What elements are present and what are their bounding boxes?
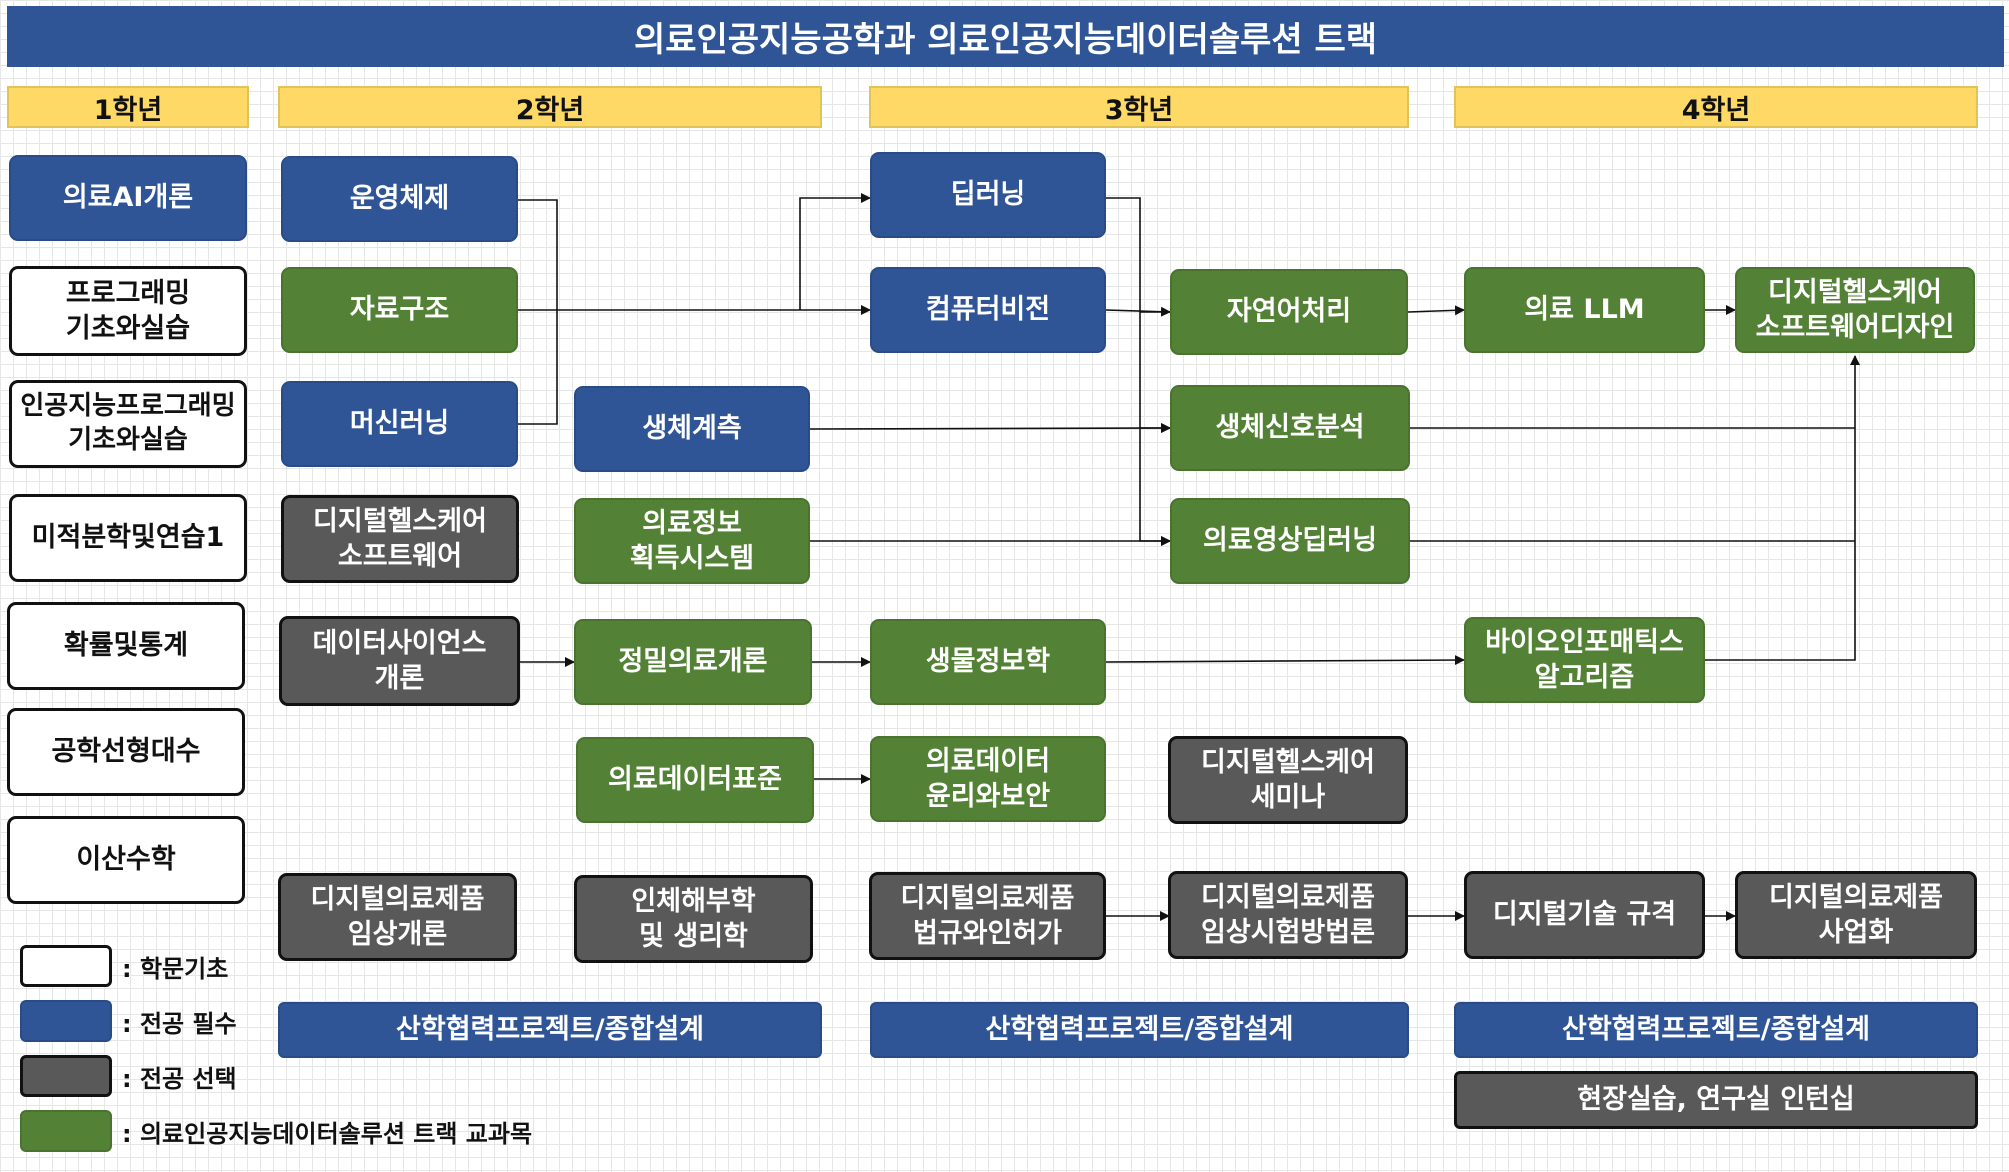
course-discrete-math: 이산수학 — [7, 816, 245, 904]
course-digital-tech-standard: 디지털기술 규격 — [1464, 871, 1705, 959]
course-digital-health-sw-design: 디지털헬스케어 소프트웨어디자인 — [1735, 267, 1975, 353]
course-biosignal-analysis: 생체신호분석 — [1170, 385, 1410, 471]
internship-bar: 현장실습, 연구실 인턴십 — [1454, 1071, 1978, 1129]
course-clinical-trial-methods: 디지털의료제품 임상시험방법론 — [1168, 871, 1408, 959]
legend-swatch-elective — [20, 1055, 112, 1097]
course-bio-measurement: 생체계측 — [574, 386, 810, 472]
legend-swatch-required — [20, 1000, 112, 1042]
legend-label-required: : 전공 필수 — [122, 1009, 237, 1038]
course-medical-imaging-dl: 의료영상딥러닝 — [1170, 498, 1410, 584]
course-digital-health-seminar: 디지털헬스케어 세미나 — [1168, 736, 1408, 824]
capstone-year4: 산학협력프로젝트/종합설계 — [1454, 1002, 1978, 1058]
course-computer-vision: 컴퓨터비전 — [870, 267, 1106, 353]
course-regulation-approval: 디지털의료제품 법규와인허가 — [869, 872, 1106, 960]
year-header-4: 4학년 — [1454, 86, 1978, 128]
legend-label-foundation: : 학문기초 — [122, 954, 229, 983]
course-linear-algebra: 공학선형대수 — [7, 708, 245, 796]
course-nlp: 자연어처리 — [1170, 269, 1408, 355]
course-commercialization: 디지털의료제품 사업화 — [1735, 871, 1977, 959]
course-deep-learning: 딥러닝 — [870, 152, 1106, 238]
legend-label-track: : 의료인공지능데이터솔루션 트랙 교과목 — [122, 1119, 533, 1148]
course-probability-statistics: 확률및통계 — [7, 602, 245, 690]
year-header-2: 2학년 — [278, 86, 822, 128]
course-operating-system: 운영체제 — [281, 156, 518, 242]
year-header-3: 3학년 — [869, 86, 1409, 128]
course-programming-basics: 프로그래밍 기초와실습 — [9, 266, 247, 356]
course-machine-learning: 머신러닝 — [281, 381, 518, 467]
course-medical-llm: 의료 LLM — [1464, 267, 1705, 353]
course-bioinformatics-algorithm: 바이오인포매틱스 알고리즘 — [1464, 617, 1705, 703]
course-calculus: 미적분학및연습1 — [9, 494, 247, 582]
course-medical-ai-intro: 의료AI개론 — [9, 155, 247, 241]
course-anatomy-physiology: 인체해부학 및 생리학 — [574, 875, 813, 963]
legend-label-elective: : 전공 선택 — [122, 1064, 237, 1093]
course-digital-medical-clinical-intro: 디지털의료제품 임상개론 — [278, 873, 517, 961]
legend-swatch-foundation — [20, 945, 112, 987]
course-data-science-intro: 데이터사이언스 개론 — [279, 616, 520, 706]
year-header-1: 1학년 — [7, 86, 249, 128]
page-title: 의료인공지능공학과 의료인공지능데이터솔루션 트랙 — [7, 6, 2004, 67]
course-data-structure: 자료구조 — [281, 267, 518, 353]
course-ai-programming-basics: 인공지능프로그래밍 기초와실습 — [9, 380, 247, 468]
course-digital-health-software: 디지털헬스케어 소프트웨어 — [281, 495, 519, 583]
course-medical-data-standard: 의료데이터표준 — [576, 737, 814, 823]
course-bioinformatics: 생물정보학 — [870, 619, 1106, 705]
legend-swatch-track — [20, 1110, 112, 1152]
capstone-year3: 산학협력프로젝트/종합설계 — [870, 1002, 1409, 1058]
course-medical-info-acquisition: 의료정보 획득시스템 — [574, 498, 810, 584]
capstone-year2: 산학협력프로젝트/종합설계 — [278, 1002, 822, 1058]
course-precision-medicine: 정밀의료개론 — [574, 619, 812, 705]
course-medical-data-ethics: 의료데이터 윤리와보안 — [870, 736, 1106, 822]
